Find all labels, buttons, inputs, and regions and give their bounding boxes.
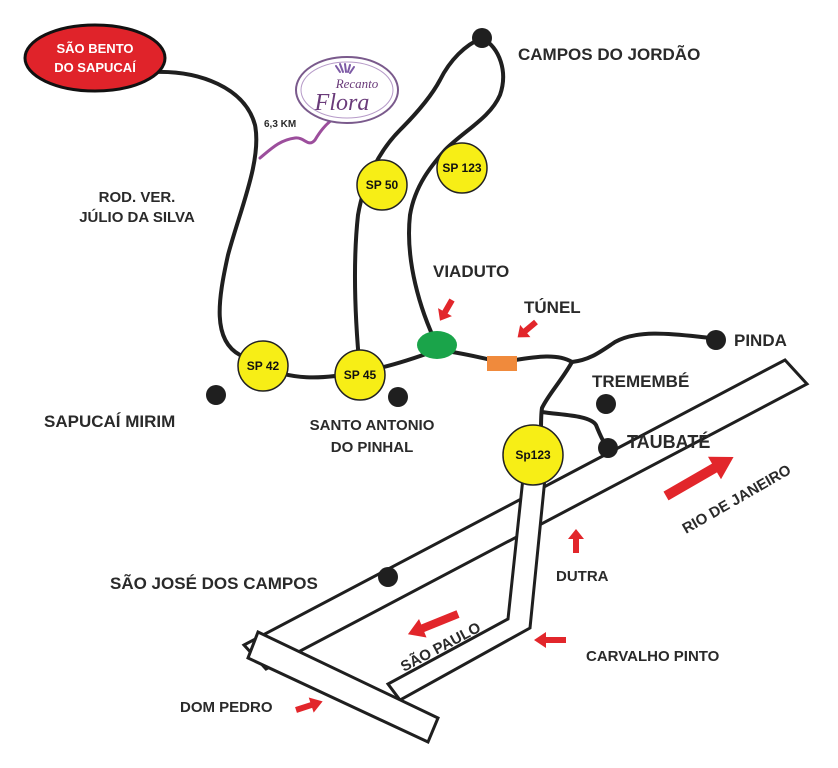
tunel-arrow-icon: [517, 319, 538, 338]
sapucai-mirim-dot: [206, 385, 226, 405]
dutra-arrow-icon: [568, 529, 584, 553]
logo-line1: Recanto: [335, 76, 379, 91]
sao-jose-dot: [378, 567, 398, 587]
label-carvalho-pinto: CARVALHO PINTO: [586, 648, 720, 665]
badge-sp50-label: SP 50: [366, 178, 399, 192]
badge-sp42: SP 42: [237, 340, 289, 392]
label-dutra: DUTRA: [556, 568, 609, 585]
label-dom-pedro: DOM PEDRO: [180, 699, 273, 716]
main-road-east-west: [260, 348, 574, 380]
badge-sp50: SP 50: [356, 159, 408, 211]
santo-antonio-dot: [388, 387, 408, 407]
road-name-line2: JÚLIO DA SILVA: [79, 208, 195, 226]
rio-de-janeiro-arrow-icon: [663, 456, 734, 501]
label-santo-antonio-line1: SANTO ANTONIO: [310, 417, 435, 434]
label-taubate: TAUBATÉ: [627, 431, 710, 452]
distance-label: 6,3 KM: [264, 119, 296, 130]
recanto-flora-logo: Recanto Flora: [295, 56, 399, 124]
logo-line2: Flora: [314, 90, 370, 116]
tremembe-dot: [596, 394, 616, 414]
badge-sp45: SP 45: [334, 349, 386, 401]
recanto-flora-access-road: [258, 116, 337, 160]
label-santo-antonio-line2: DO PINHAL: [331, 439, 414, 456]
road-name-line1: ROD. VER.: [99, 189, 176, 206]
label-pinda: PINDA: [734, 331, 787, 350]
badge-sp123-north-label: SP 123: [442, 161, 481, 175]
label-sao-jose: SÃO JOSÉ DOS CAMPOS: [110, 573, 318, 593]
label-sapucai-mirim: SAPUCAÍ MIRIM: [44, 412, 175, 431]
pinda-dot: [706, 330, 726, 350]
taubate-dot: [598, 438, 618, 458]
badge-sp123-south: Sp123: [502, 424, 564, 486]
badge-sp45-label: SP 45: [344, 368, 377, 382]
badge-sp42-label: SP 42: [247, 359, 280, 373]
sp50-road: [352, 36, 484, 374]
origin-label-line1: SÃO BENTO: [56, 41, 133, 56]
dom-pedro-highway: [246, 629, 440, 745]
origin-label-line2: DO SAPUCAÍ: [54, 60, 136, 75]
origin-marker: SÃO BENTO DO SAPUCAÍ: [23, 23, 167, 93]
badge-sp123-south-label: Sp123: [515, 448, 551, 462]
viaduto-arrow-icon: [438, 298, 455, 321]
label-campos-do-jordao: CAMPOS DO JORDÃO: [518, 44, 700, 64]
badge-sp123-north: SP 123: [436, 142, 488, 194]
label-tunel: TÚNEL: [524, 298, 581, 317]
label-tremembe: TREMEMBÉ: [592, 372, 689, 391]
campos-do-jordao-dot: [472, 28, 492, 48]
viaduct-marker: [417, 331, 457, 359]
label-viaduto: VIADUTO: [433, 262, 509, 281]
pinda-road: [570, 331, 714, 364]
sao-paulo-arrow-icon: [407, 610, 460, 638]
carvalho-pinto-arrow-icon: [534, 632, 566, 648]
lavender-icon: [335, 63, 355, 74]
dom-pedro-arrow-icon: [295, 697, 323, 713]
rod-julio-da-silva-road: [150, 69, 264, 368]
tunnel-marker: [487, 356, 517, 371]
